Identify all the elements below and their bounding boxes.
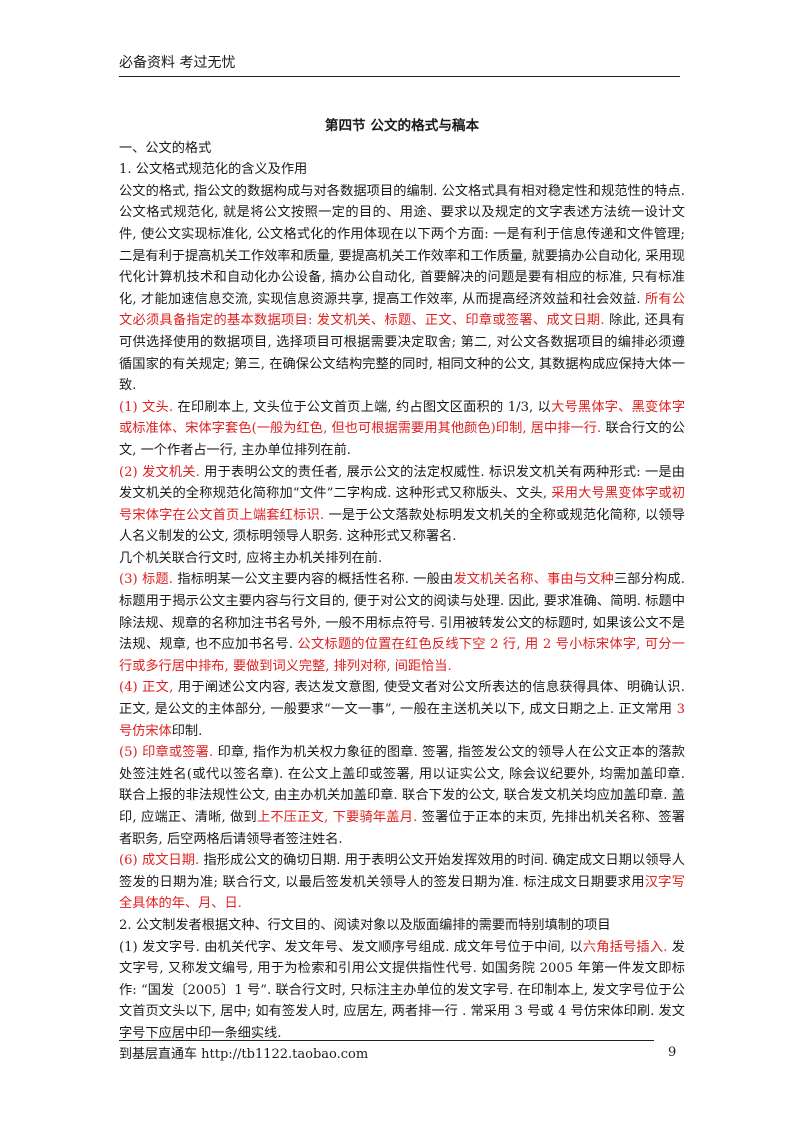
paragraph-main-text: (4) 正文, 用于阐述公文内容, 表达发文意图, 使受文者对公文所表达的信息获… xyxy=(119,677,685,742)
emphasis-text: 所有公文必须具备指定的基本数据项目: 发文机关、标题、正文、印章或签署、成文日期… xyxy=(119,291,686,329)
text-span: 在印刷本上, 文头位于公文首页上端, 约占图文区面积的 1/3, 以 xyxy=(173,399,552,415)
text-span: (1) 发文字号. 由机关代字、发文年号、发文顺序号组成. 成文年号位于中间, … xyxy=(119,939,583,955)
paragraph-date: (6) 成文日期. 指形成公文的确切日期. 用于表明公文开始发挥效用的时间. 确… xyxy=(119,850,685,915)
paragraph-title: (3) 标题. 指标明某一公文主要内容的概括性名称. 一般由发文机关名称、事由与… xyxy=(119,569,685,677)
emphasis-text: 采用大号黑变体字或初号宋体字在公文首页上端套红标识. xyxy=(119,486,686,523)
emphasis-text: 六角括号插入. xyxy=(582,939,668,955)
paragraph-wentou: (1) 文头. 在印刷本上, 文头位于公文首页上端, 约占图文区面积的 1/3,… xyxy=(119,397,685,462)
document-body: 第四节 公文的格式与稿本 一、公文的格式 1. 公文格式规范化的含义及作用 公文… xyxy=(119,116,685,1045)
text-span: 印制. xyxy=(171,723,203,739)
paragraph-issuing-authority: (2) 发文机关. 用于表明公文的责任者, 展示公文的法定权威性. 标识发文机关… xyxy=(119,462,685,548)
subheading-special-items: 2. 公文制发者根据文种、行文目的、阅读对象以及版面编排的需要而特别填制的项目 xyxy=(119,917,611,933)
emphasis-text: 发文机关名称、事由与文种 xyxy=(453,572,614,588)
text-span: 一是于公文落款处标明发文机关的全称或规范化简称, 以领导人名义制发的公文, 须标… xyxy=(119,507,685,545)
item-label: (1) 文头. xyxy=(119,399,174,415)
header-divider xyxy=(119,76,680,77)
text-span: 三部分构成. 标题用于揭示公文主要内容与行文目的, 便于对公文的阅读与处理. 因… xyxy=(119,572,685,653)
text-span: 用于表明公文的责任者, 展示公文的法定权威性. 标识发文机关有两种形式: 一是由… xyxy=(119,464,685,502)
text-span: 指标明某一公文主要内容的概括性名称. 一般由 xyxy=(173,572,454,588)
text-span: 指形成公文的确切日期. 用于表明公文开始发挥效用的时间. 确定成文日期以领导人签… xyxy=(119,853,685,890)
section-title: 第四节 公文的格式与稿本 xyxy=(324,118,480,134)
emphasis-text: 3 号仿宋体 xyxy=(119,702,685,739)
text-span: 发文字号, 又称发文编号, 用于为检索和引用公文提供指性代号. 如国务院 200… xyxy=(119,939,685,1041)
item-label: (2) 发文机关. xyxy=(119,464,200,480)
emphasis-text: 上不压正文, 下要骑年盖月. xyxy=(256,810,418,825)
emphasis-text: 大号黑体字、黑变体字或标准体、宋体字套色(一般为红色, 但也可根据需要用其他颜色… xyxy=(119,399,686,437)
paragraph-joint-issuing: 几个机关联合行文时, 应将主办机关排列在前. xyxy=(119,550,383,566)
text-span: 印章, 指作为机关权力象征的图章. 签署, 指签发公文的领导人在公文正本的落款处… xyxy=(119,745,685,825)
emphasis-text: 汉字写全具体的年、月、日. xyxy=(119,874,685,912)
page-header: 必备资料 考过无忧 xyxy=(119,55,236,71)
text-span: 公文的格式, 指公文的数据构成与对各数据项目的编制. 公文格式具有相对稳定性和规… xyxy=(119,183,685,307)
page-number: 9 xyxy=(668,1045,677,1060)
paragraph-seal-signature: (5) 印章或签署. 印章, 指作为机关权力象征的图章. 签署, 指签发公文的领… xyxy=(119,742,685,850)
paragraph-format-definition: 公文的格式, 指公文的数据构成与对各数据项目的编制. 公文格式具有相对稳定性和规… xyxy=(119,181,685,397)
emphasis-text: 公文标题的位置在红色反线下空 2 行, 用 2 号小标宋体字, 可分一行或多行居… xyxy=(119,637,685,674)
text-span: 除此, 还具有可供选择使用的数据项目, 选择项目可根据需要决定取舍; 第二, 对… xyxy=(119,313,685,394)
text-span: 签署位于正本的末页, 先排出机关名称、签署者职务, 后空两格后请领导者签注姓名. xyxy=(119,810,685,847)
footer-link[interactable]: 到基层直通车 http://tb1122.taobao.com xyxy=(119,1047,369,1062)
subheading-standardization: 1. 公文格式规范化的含义及作用 xyxy=(119,162,308,178)
heading-format: 一、公文的格式 xyxy=(119,140,212,156)
item-label: (4) 正文, xyxy=(119,680,174,696)
item-label: (3) 标题. xyxy=(119,572,173,588)
text-span: 联合行文的公文, 一个作者占一行, 主办单位排列在前. xyxy=(119,421,685,458)
item-label: (5) 印章或签署. xyxy=(119,745,214,761)
text-span: 用于阐述公文内容, 表达发文意图, 使受文者对公文所表达的信息获得具体、明确认识… xyxy=(119,680,685,718)
paragraph-document-number: (1) 发文字号. 由机关代字、发文年号、发文顺序号组成. 成文年号位于中间, … xyxy=(119,937,685,1045)
item-label: (6) 成文日期. xyxy=(119,853,200,869)
footer-divider xyxy=(119,1040,654,1041)
